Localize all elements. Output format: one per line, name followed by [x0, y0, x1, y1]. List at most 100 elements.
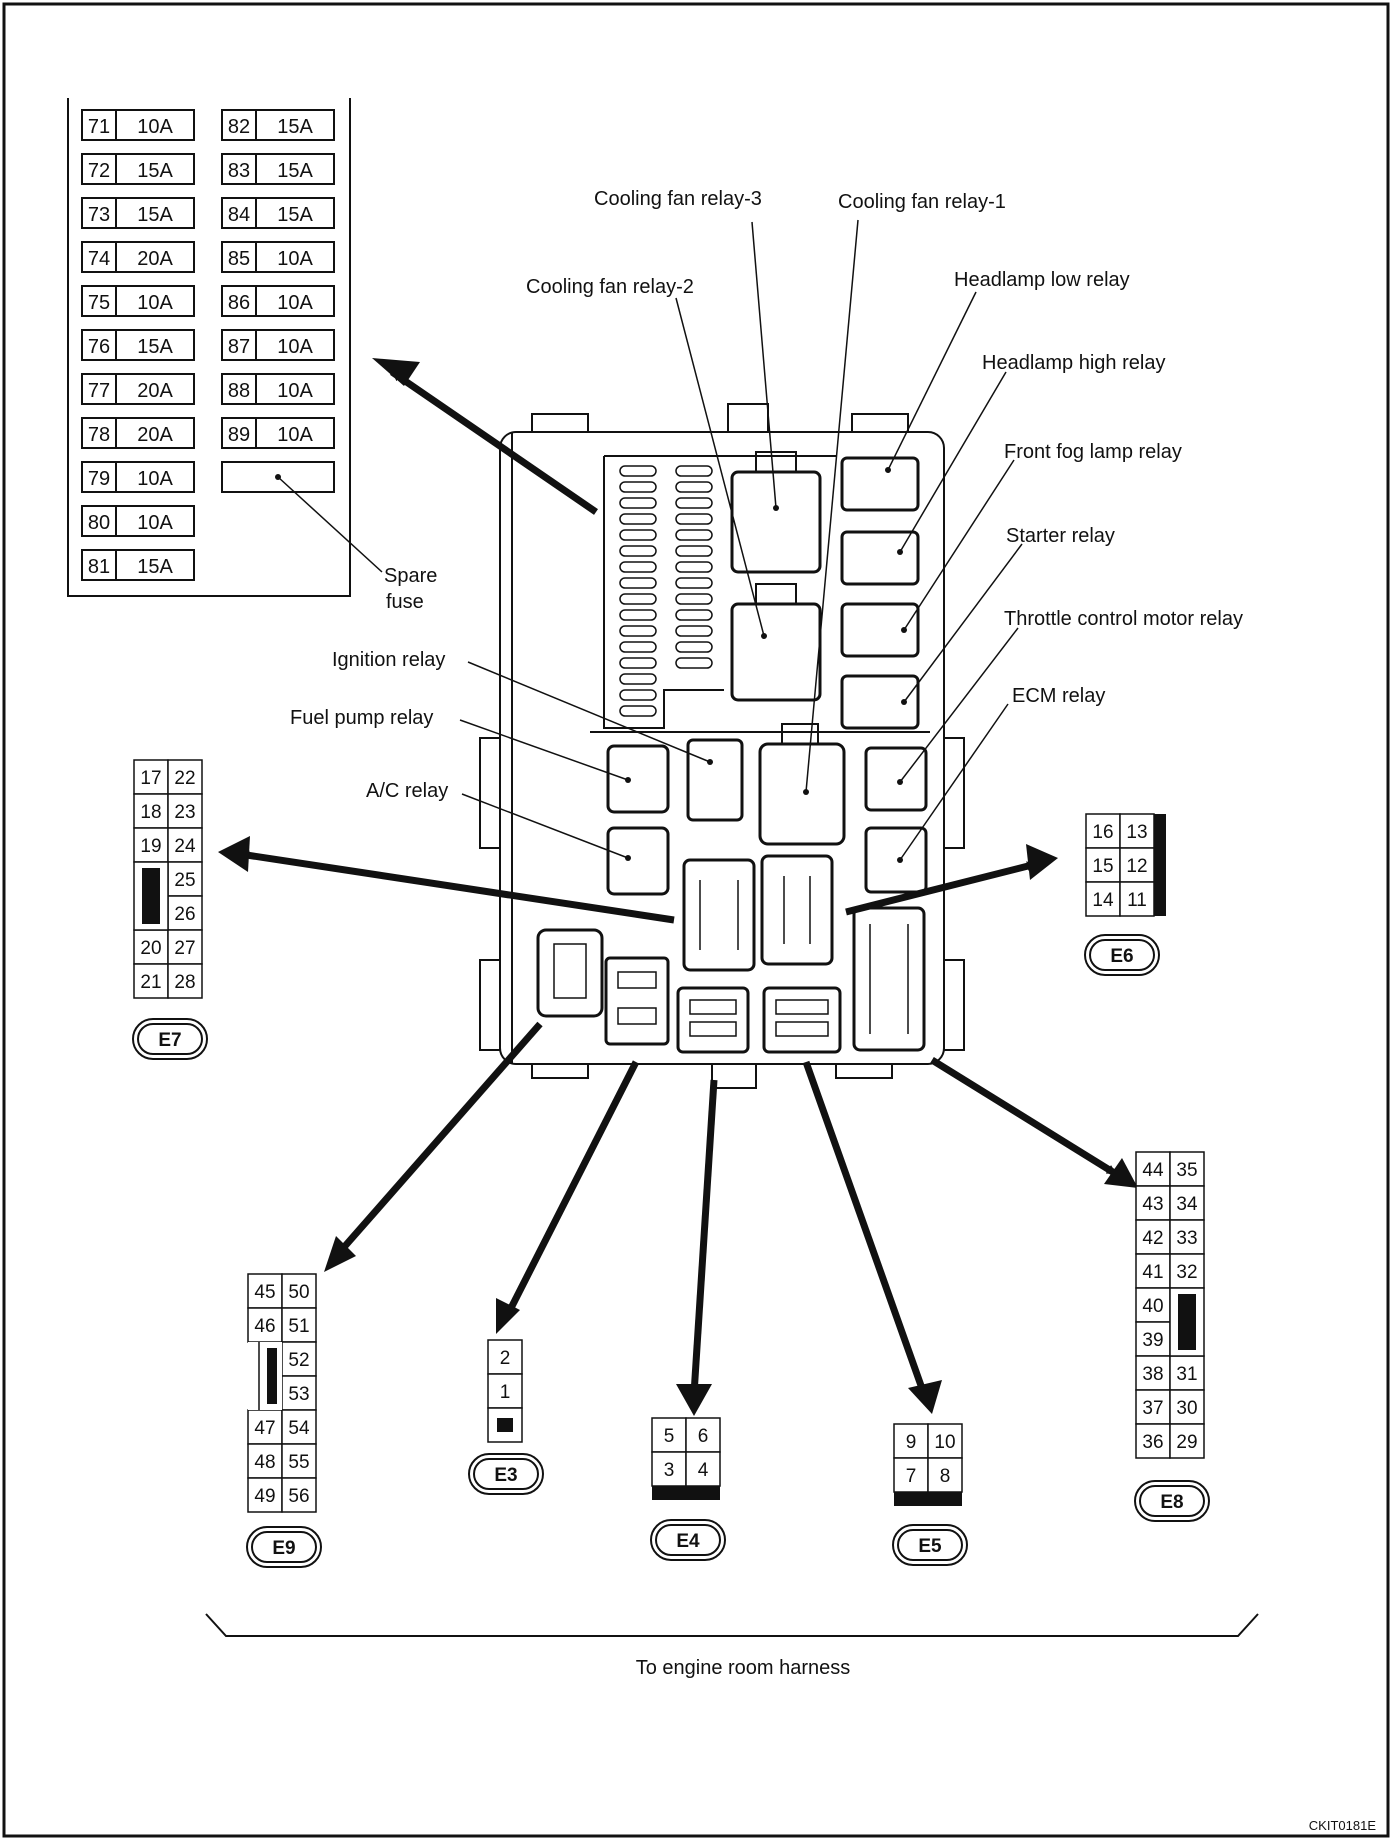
fuse-amperage: 10A [137, 116, 173, 138]
fuse-number: 86 [228, 292, 250, 314]
pin-number: 52 [288, 1350, 309, 1371]
pin-cell [487, 1373, 523, 1409]
pin-number: 53 [288, 1384, 309, 1405]
pin-number: 24 [174, 836, 196, 857]
fuse-amperage: 15A [277, 204, 313, 226]
fuse-slot [675, 561, 713, 573]
throttle-relay-box [864, 746, 928, 812]
fuse-slot [675, 609, 713, 621]
pin-number: 27 [174, 938, 195, 959]
pin-cell [167, 827, 203, 863]
fuse-number: 84 [228, 204, 250, 226]
pin-number: 3 [664, 1460, 675, 1481]
arrow-to-fuse-table [390, 369, 598, 515]
fuse-amperage: 10A [277, 336, 313, 358]
pin-number: 37 [1142, 1398, 1163, 1419]
bottom-tab-left [531, 1063, 589, 1079]
cooling-fan-relay-2-box [730, 602, 822, 702]
pin-number: 8 [940, 1466, 951, 1487]
label-cooling-fan-relay-3: Cooling fan relay-3 [594, 188, 762, 210]
fuse-amperage: 15A [137, 556, 173, 578]
fuse-slot [675, 657, 713, 669]
fuse-slot [675, 529, 713, 541]
fuse-slot [675, 545, 713, 557]
cooling-fan-relay-3-box [730, 470, 822, 574]
relay-1-tab [781, 723, 819, 745]
pin-number: 44 [1142, 1160, 1164, 1181]
fuse-slot [619, 673, 657, 685]
socket-details [553, 876, 909, 1037]
pin-cell [133, 963, 169, 999]
pin-number: 9 [906, 1432, 917, 1453]
spare-label-2: fuse [386, 591, 424, 613]
pin-cell [167, 895, 203, 931]
fuse-number: 81 [88, 556, 110, 578]
pin-number: 6 [698, 1426, 709, 1447]
pin-number: 34 [1176, 1194, 1198, 1215]
pin-number: 41 [1142, 1262, 1163, 1283]
pin-number: 12 [1126, 856, 1147, 877]
top-tab-center [727, 403, 769, 433]
pin-number: 21 [140, 972, 161, 993]
pin-number: 49 [254, 1486, 275, 1507]
pin-cell [651, 1417, 687, 1453]
arrow-to-e7 [239, 850, 675, 924]
pin-number: 15 [1092, 856, 1113, 877]
pin-cell [487, 1339, 523, 1375]
fuse-slot [619, 593, 657, 605]
pin-cell [1135, 1423, 1171, 1459]
pin-number: 30 [1176, 1398, 1197, 1419]
pin-number: 13 [1126, 822, 1147, 843]
pin-cell [247, 1477, 283, 1513]
connector-label: E8 [1160, 1492, 1183, 1513]
fuse-slot [619, 689, 657, 701]
fuse-number: 89 [228, 424, 250, 446]
e9-connector-socket [536, 928, 604, 1018]
connector-label-inner [1089, 939, 1155, 971]
pin-number: 11 [1127, 890, 1147, 911]
pin-cell [1169, 1151, 1205, 1187]
fuse-box [479, 403, 965, 1089]
fuse-amperage: 10A [137, 292, 173, 314]
connector-label-inner [897, 1529, 963, 1561]
fuse-slot [675, 513, 713, 525]
pin-cell [281, 1307, 317, 1343]
fuse-cell [221, 285, 335, 317]
side-clip-right-lower [943, 959, 965, 1051]
pin-cell [167, 963, 203, 999]
fuse-cell [81, 461, 195, 493]
top-tab-left [531, 413, 589, 433]
pin-number: 19 [140, 836, 161, 857]
pin-number: 36 [1142, 1432, 1163, 1453]
pin-number: 40 [1142, 1296, 1163, 1317]
label-starter-relay: Starter relay [1006, 525, 1115, 547]
fuse-amperage: 15A [137, 204, 173, 226]
arrow-to-e8 [930, 1057, 1118, 1177]
harness-brace [205, 1613, 1259, 1637]
pin-cell [651, 1451, 687, 1487]
spare-fuse-leader [277, 476, 383, 573]
fuse-number: 78 [88, 424, 110, 446]
fuse-cell [81, 505, 195, 537]
pin-number: 39 [1142, 1330, 1163, 1351]
pin-cell [927, 1423, 963, 1459]
fuse-cell [221, 241, 335, 273]
pin-number: 31 [1176, 1364, 1197, 1385]
pin-number: 42 [1142, 1228, 1163, 1249]
arrow-to-e6 [845, 860, 1037, 916]
pin-cell [1119, 881, 1155, 917]
arrow-to-e5 [802, 1060, 928, 1396]
fuse-slot [619, 481, 657, 493]
fuse-number: 83 [228, 160, 250, 182]
e8-connector-socket [852, 906, 926, 1052]
pin-cell [1135, 1389, 1171, 1425]
connector-label: E5 [918, 1536, 942, 1557]
pin-cell [893, 1457, 929, 1493]
pin-number: 20 [140, 938, 161, 959]
